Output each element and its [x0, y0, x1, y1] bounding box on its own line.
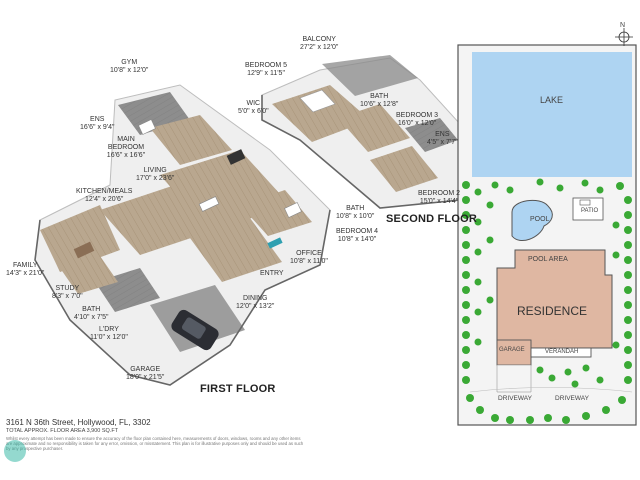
room-label-laundry: L'DRY 11'0" x 12'0" [90, 326, 128, 342]
room-label-garage: GARAGE 18'0" x 21'5" [126, 366, 164, 382]
lake-label: LAKE [540, 95, 564, 105]
room-name: BATH [346, 205, 365, 212]
room-label-wic: WIC 5'0" x 6'0" [238, 100, 269, 116]
second-floor-plan [261, 55, 471, 209]
disclaimer: Whilst every attempt has been made to en… [6, 436, 304, 451]
logo-watermark-icon [4, 440, 26, 462]
pool-label: POOL [530, 216, 550, 223]
room-dim: 10'8" x 14'0" [337, 236, 377, 243]
compass-north-label: N [620, 22, 626, 29]
pool-shape [511, 199, 553, 241]
room-dim: 4'10" x 7'5" [74, 314, 109, 321]
floor-area: TOTAL APPROX. FLOOR AREA 3,900 SQ.FT [6, 428, 119, 434]
room-label-kitchen-meals: KITCHEN/MEALS 12'4" x 20'6" [76, 188, 132, 204]
room-dim: 5'0" x 6'0" [238, 108, 269, 115]
room-label-office: OFFICE 10'8" x 11'0" [290, 250, 328, 266]
room-dim: 16'6" x 16'6" [106, 152, 146, 159]
room-label-bath-upper: BATH 10'6" x 12'8" [360, 93, 398, 109]
patio-label: PATIO [581, 208, 599, 214]
room-label-dining: DINING 12'0" x 13'2" [236, 295, 274, 311]
second-floor-title: SECOND FLOOR [386, 213, 478, 225]
room-name: MAIN BEDROOM [107, 136, 145, 151]
room-name: LIVING [143, 167, 167, 174]
room-dim: 16'6" x 9'4" [80, 124, 115, 131]
driveway-right-label: DRIVEWAY [555, 395, 589, 402]
trees [462, 178, 632, 424]
room-label-bedroom-4: BEDROOM 4 10'8" x 14'0" [336, 228, 378, 244]
room-label-bath-ground: BATH 4'10" x 7'5" [74, 306, 109, 322]
room-name: BEDROOM 5 [245, 62, 288, 69]
room-label-main-bedroom: MAIN BEDROOM 16'6" x 16'6" [104, 136, 148, 160]
site-plan [457, 28, 637, 426]
room-dim: 16'0" x 12'0" [397, 120, 437, 127]
room-dim: 10'8" x 10'0" [336, 213, 375, 220]
room-label-family: FAMILY 14'3" x 21'0" [6, 262, 44, 278]
room-dim: 8'3" x 7'0" [52, 293, 83, 300]
room-name: BATH [82, 306, 101, 313]
room-dim: 12'4" x 20'6" [85, 196, 124, 203]
room-label-entry: ENTRY [260, 270, 284, 278]
room-label-bath-lower: BATH 10'8" x 10'0" [336, 205, 374, 221]
room-label-ens-upper: ENS 4'5" x 7'7" [427, 131, 458, 147]
room-name: ENS [90, 116, 105, 123]
room-dim: 12'9" x 11'5" [247, 70, 285, 77]
verandah-label: VERANDAH [545, 349, 579, 355]
pool-area-label: POOL AREA [528, 256, 568, 263]
room-label-study: STUDY 8'3" x 7'0" [52, 285, 83, 301]
room-name: DINING [242, 295, 268, 302]
room-name: BATH [370, 93, 389, 100]
room-name: WIC [246, 100, 261, 107]
room-dim: 14'3" x 21'0" [6, 270, 45, 277]
room-dim: 11'0" x 12'0" [90, 334, 128, 341]
room-dim: 27'2" x 12'0" [300, 44, 339, 51]
property-address: 3161 N 36th Street, Hollywood, FL, 3302 [6, 418, 151, 427]
room-dim: 18'0" x 21'5" [126, 374, 165, 381]
room-label-ens-main: ENS 16'6" x 9'4" [80, 116, 115, 132]
room-name: ENTRY [260, 270, 284, 277]
first-floor-title: FIRST FLOOR [200, 383, 276, 395]
room-name: OFFICE [296, 250, 322, 257]
room-name: GARAGE [130, 366, 161, 373]
room-name: L'DRY [98, 326, 119, 333]
room-dim: 4'5" x 7'7" [427, 139, 458, 146]
room-dim: 17'0" x 23'6" [136, 175, 175, 182]
room-name: GYM [121, 59, 138, 66]
site-garage-label: GARAGE [499, 347, 525, 353]
room-name: BALCONY [302, 36, 336, 43]
room-dim: 10'6" x 12'8" [360, 101, 399, 108]
room-dim: 12'0" x 13'2" [236, 303, 275, 310]
room-name: STUDY [55, 285, 80, 292]
room-label-bedroom-5: BEDROOM 5 12'9" x 11'5" [245, 62, 287, 78]
room-name: ENS [435, 131, 450, 138]
room-label-bedroom-3: BEDROOM 3 16'0" x 12'0" [396, 112, 438, 128]
residence-label: RESIDENCE [517, 304, 588, 318]
room-name: BEDROOM 4 [336, 228, 379, 235]
first-floor-plan [34, 84, 331, 386]
room-name: BEDROOM 2 [418, 190, 461, 197]
car-icon [171, 309, 219, 351]
room-name: FAMILY [13, 262, 38, 269]
room-label-bedroom-2: BEDROOM 2 15'0" x 14'4" [418, 190, 460, 206]
room-dim: 10'8" x 12'0" [110, 67, 149, 74]
room-label-living: LIVING 17'0" x 23'6" [136, 167, 174, 183]
room-name: BEDROOM 3 [396, 112, 439, 119]
room-dim: 15'0" x 14'4" [419, 198, 459, 205]
driveway-left-label: DRIVEWAY [498, 395, 532, 402]
room-label-gym: GYM 10'8" x 12'0" [110, 59, 148, 75]
compass-icon [615, 28, 633, 46]
room-dim: 10'8" x 11'0" [290, 258, 328, 265]
room-name: KITCHEN/MEALS [76, 188, 133, 195]
room-label-balcony: BALCONY 27'2" x 12'0" [300, 36, 338, 52]
